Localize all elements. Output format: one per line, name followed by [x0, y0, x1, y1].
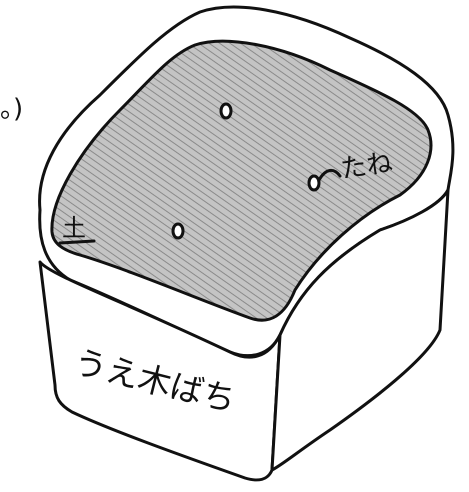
seed-1 [221, 104, 231, 118]
soil-label: 土 [62, 214, 86, 242]
seed-3 [173, 224, 183, 238]
soil-label-underline [60, 241, 94, 243]
seed-2 [309, 176, 319, 190]
